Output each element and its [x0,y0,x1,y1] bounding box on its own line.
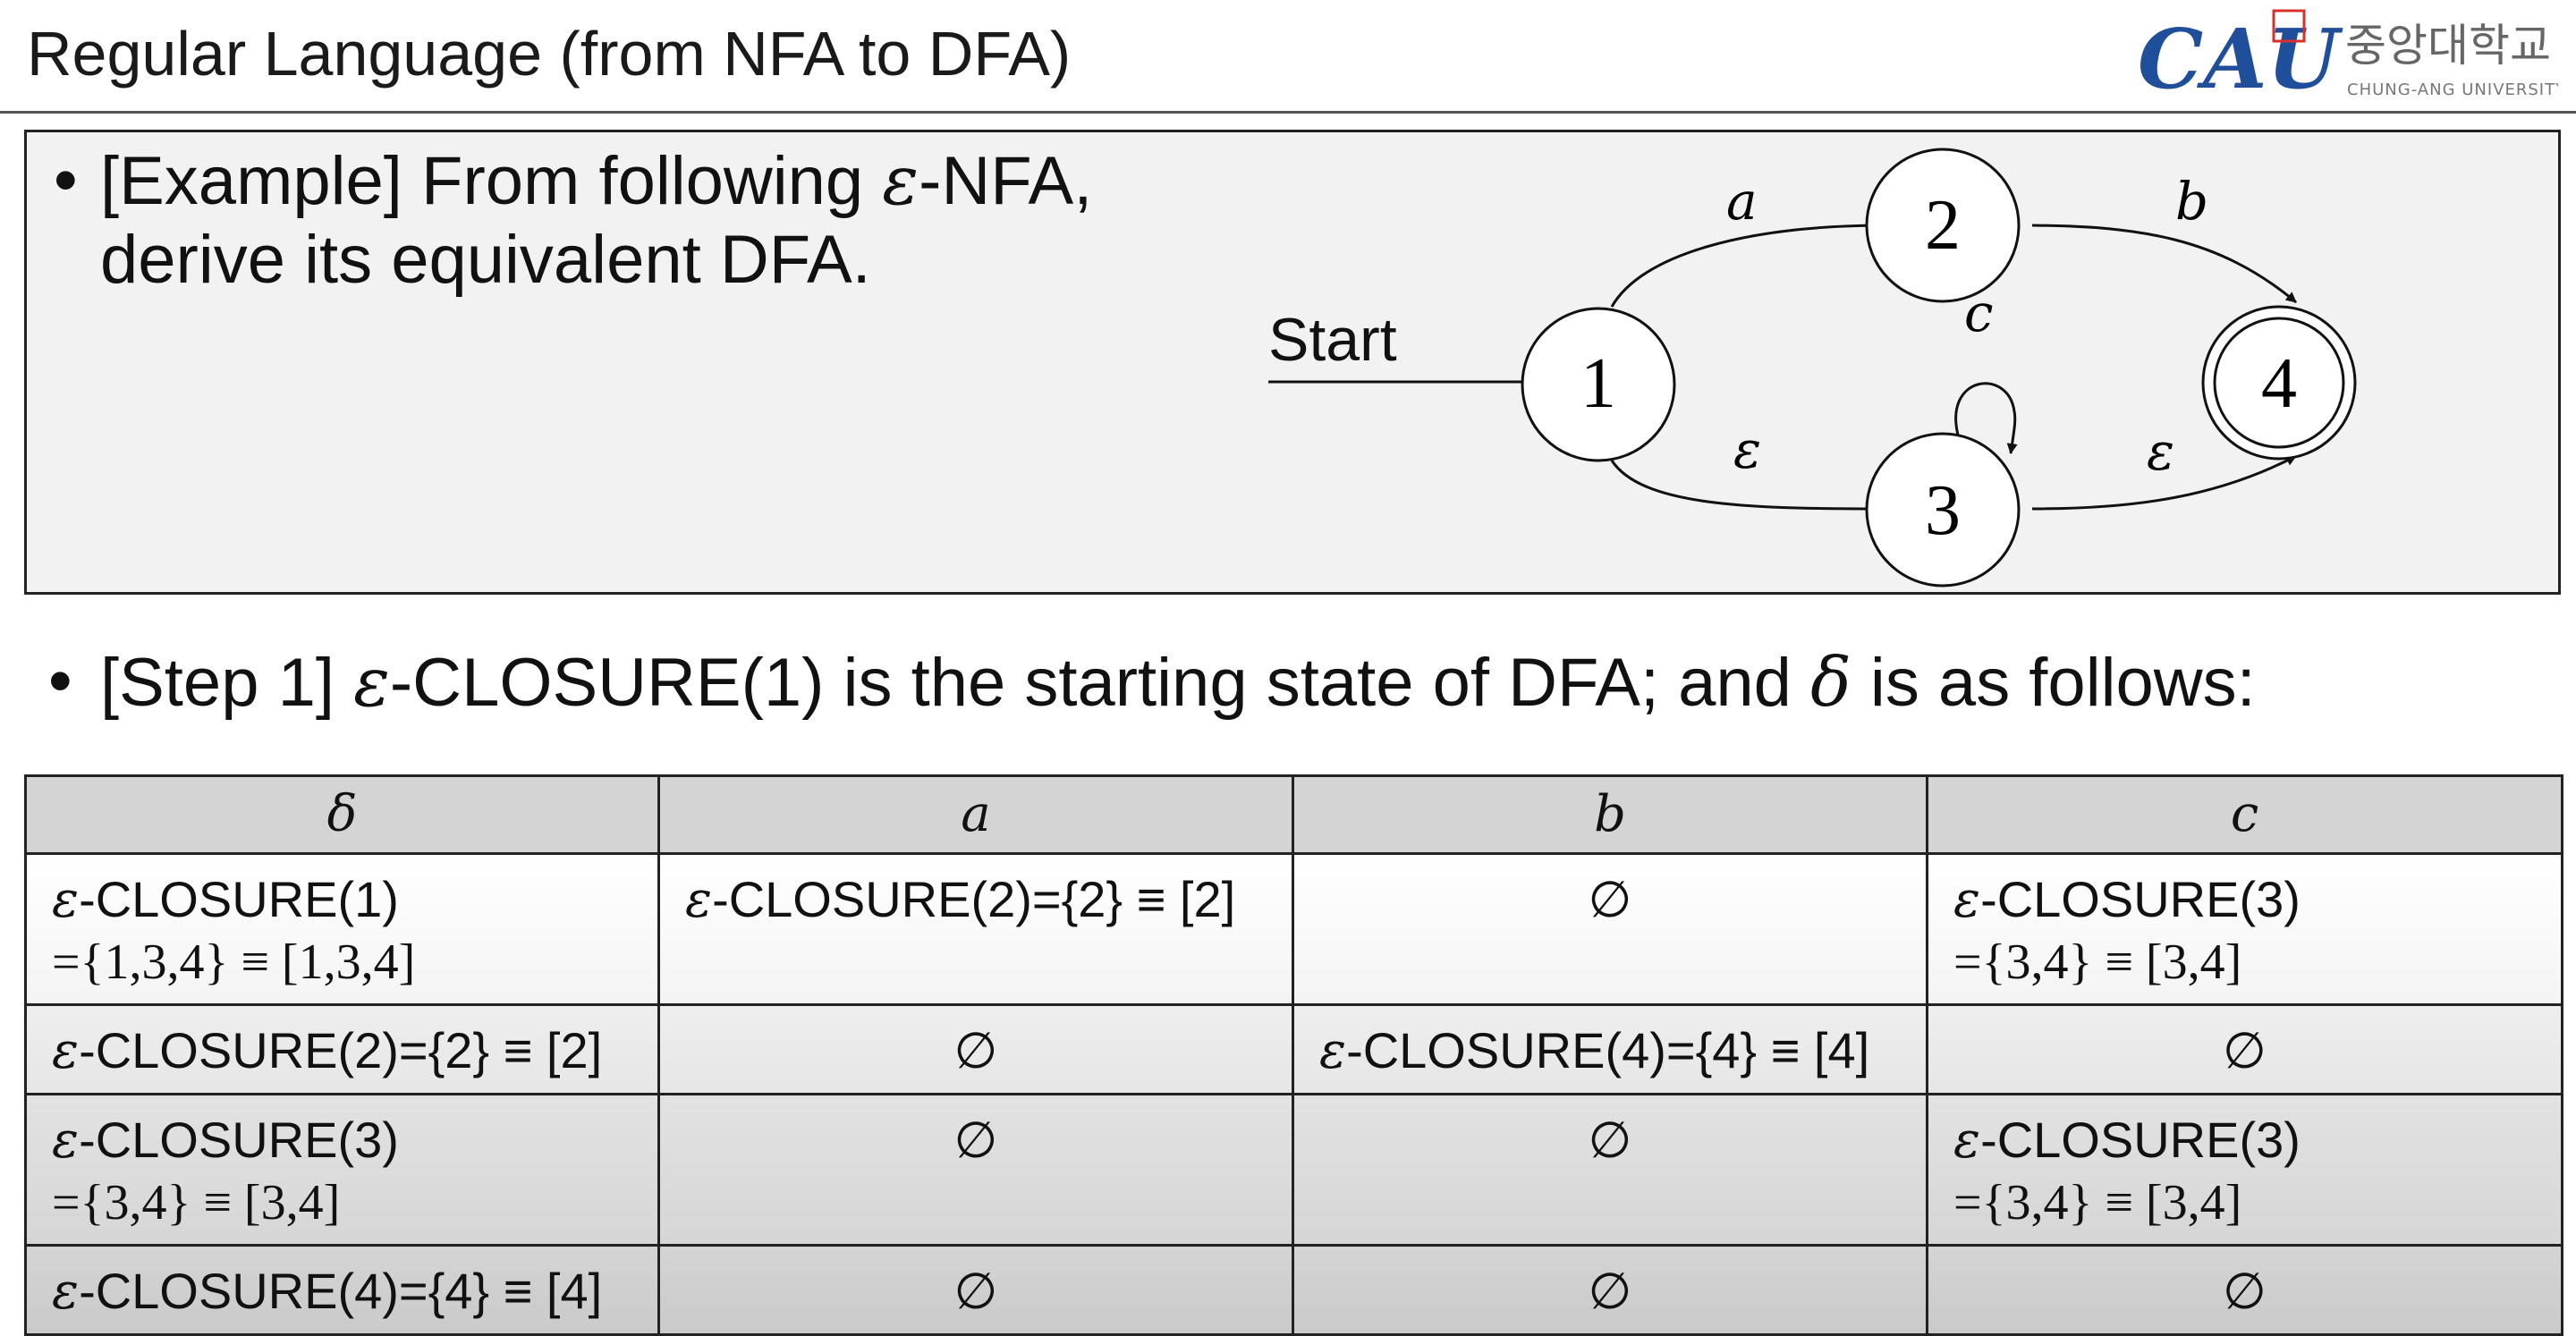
example-text: • [Example] From following ε-NFA, derive… [54,140,1093,300]
table-cell: ε-CLOSURE(2)={2} ≡ [2] [657,852,1294,1006]
header-b: b [1292,774,1928,855]
state-4-accepting: 4 [2201,305,2357,461]
table-cell: ε-CLOSURE(3)={3,4} ≡ [3,4] [1926,852,2563,1006]
svg-text:1: 1 [1580,344,1616,423]
header-delta: δ [24,774,660,855]
table-cell: ε-CLOSURE(4)={4} ≡ [4] [1292,1003,1928,1095]
edge-3-4 [2031,454,2297,511]
table-cell: ∅ [1292,1244,1928,1336]
table-cell: ε-CLOSURE(3)={3,4} ≡ [3,4] [24,1093,660,1247]
table-cell: ε-CLOSURE(1)={1,3,4} ≡ [1,3,4] [24,852,660,1006]
table-row: ε-CLOSURE(3)={3,4} ≡ [3,4] ∅ ∅ ε-CLOSURE… [24,1093,2563,1247]
edge-1-3 [1610,460,1881,514]
edge-label-epsilon-1-3: ε [1733,419,1761,480]
edge-1-2 [1610,220,1881,308]
slide-header: Regular Language (from NFA to DFA) CAU 중… [0,0,2576,114]
table-row: ε-CLOSURE(4)={4} ≡ [4] ∅ ∅ ∅ [24,1244,2563,1336]
table-cell: ∅ [1926,1003,2563,1095]
edge-2-4 [2031,224,2297,304]
table-cell: ∅ [657,1244,1294,1336]
start-arrow: Start [1268,306,1533,387]
transition-table: δ a b c ε-CLOSURE(1)={1,3,4} ≡ [1,3,4] ε… [24,774,2563,1336]
start-label: Start [1268,306,1397,374]
logo-english-name: CHUNG-ANG UNIVERSITY [2347,80,2558,99]
state-2: 2 [1865,148,2021,303]
table-header-row: δ a b c [24,774,2563,855]
header-a: a [657,774,1294,855]
slide-title: Regular Language (from NFA to DFA) [27,19,1072,89]
table-cell: ∅ [1926,1244,2563,1336]
svg-text:2: 2 [1925,186,1961,265]
table-row: ε-CLOSURE(2)={2} ≡ [2] ∅ ε-CLOSURE(4)={4… [24,1003,2563,1095]
table-row: ε-CLOSURE(1)={1,3,4} ≡ [1,3,4] ε-CLOSURE… [24,852,2563,1006]
edge-label-epsilon-3-4: ε [2147,421,2174,482]
edge-label-a: a [1726,171,1758,232]
logo-korean-name: 중앙대학교 [2345,20,2551,72]
logo-mark: CAU [2138,11,2343,107]
university-logo: CAU 중앙대학교 CHUNG-ANG UNIVERSITY [2138,9,2558,107]
example-panel [24,130,2561,595]
table-cell: ∅ [1292,852,1928,1006]
logo-accent-square [2272,9,2306,43]
header-c: c [1926,774,2563,855]
bullet-dot: • [54,142,78,218]
state-3: 3 [1865,432,2021,588]
svg-text:4: 4 [2261,344,2297,423]
svg-text:3: 3 [1925,471,1961,550]
state-1: 1 [1521,307,1676,462]
step-1-text: • [Step 1] ε-CLOSURE(1) is the starting … [48,642,2256,722]
bullet-dot: • [48,643,72,719]
table-cell: ε-CLOSURE(2)={2} ≡ [2] [24,1003,660,1095]
table-cell: ε-CLOSURE(4)={4} ≡ [4] [24,1244,660,1336]
epsilon-nfa-diagram: Start a b ε ε c 1 2 3 4 [1268,148,2357,588]
example-line-2: derive its equivalent DFA. [100,222,871,298]
self-loop-3 [1954,382,2018,454]
table-cell: ∅ [657,1003,1294,1095]
table-cell: ε-CLOSURE(3)={3,4} ≡ [3,4] [1926,1093,2563,1247]
example-line-1: [Example] From following ε-NFA, [100,140,1093,220]
edge-label-b: b [2175,171,2208,232]
table-cell: ∅ [657,1093,1294,1247]
table-cell: ∅ [1292,1093,1928,1247]
